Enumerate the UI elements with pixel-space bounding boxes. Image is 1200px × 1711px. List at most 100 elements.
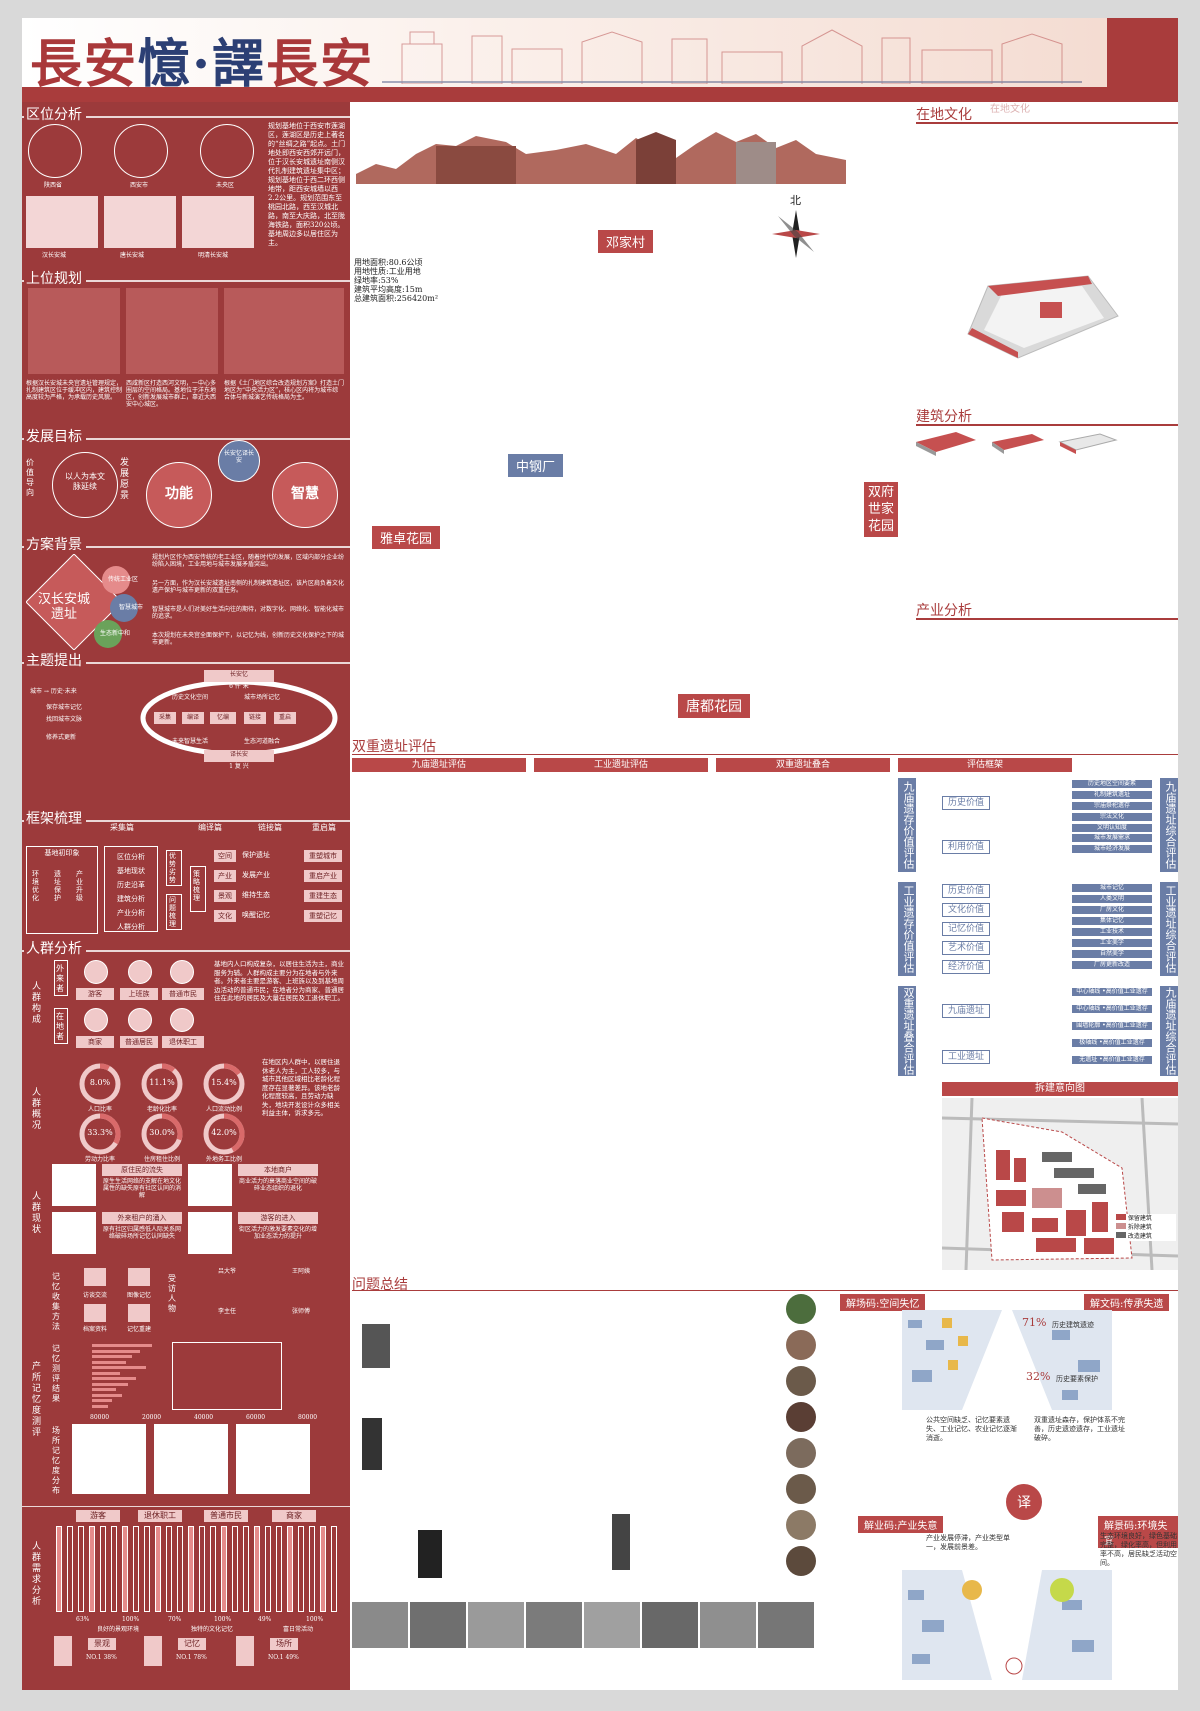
poster-title: 長安憶·譯長安	[30, 22, 374, 97]
memory-icon	[84, 1268, 106, 1286]
street-photo	[410, 1602, 466, 1648]
status-s3-text: 原有社区归属感低人际关系网络破碎场所记忆认同缺失	[102, 1226, 181, 1240]
eval-tab: 双重遗址叠合	[716, 758, 890, 772]
ring-value	[79, 1113, 121, 1155]
person-icon	[170, 960, 194, 984]
photo-thumb	[786, 1474, 816, 1504]
need-n3-title: 富日常活动	[282, 1626, 313, 1633]
theme-bottom: 译长安	[229, 751, 248, 758]
status-s4-title: 游客的进入	[238, 1212, 318, 1224]
legend-item: 保留建筑	[1116, 1214, 1176, 1223]
compass-north: 北	[790, 194, 801, 207]
goal-center-label: 以人为本文脉延续	[65, 472, 105, 491]
frame-item: 文化价值	[942, 903, 990, 917]
decode-center: 译	[1017, 1495, 1031, 1511]
map-label: 陕西省	[44, 182, 63, 189]
left-column: 区位分析 陕西省 西安市 未央区 汉长安城 唐长安城 明清长安城 规划基地位于西…	[22, 102, 350, 1690]
need-pct: 100%	[306, 1616, 324, 1623]
people-comp-desc: 基地内人口构成复杂，以居住生活为主，商业服务为辅。人群构成主要分为在地者与外来者…	[214, 960, 344, 1002]
eval-v2: 工业遗存价值评估	[898, 882, 916, 976]
frame-item: 利用价值	[942, 840, 990, 854]
frame-item: 艺术价值	[942, 941, 990, 955]
title-part1: 長安	[30, 34, 139, 95]
person-figure	[362, 1418, 382, 1470]
status-s2-title: 本地商户	[238, 1164, 318, 1176]
upper-plan-map3	[224, 288, 344, 374]
eval-axis: 80000	[298, 1414, 318, 1421]
people-outsider-box	[54, 960, 68, 996]
problem-map-bottom	[902, 1570, 1112, 1680]
memory-icon	[128, 1304, 150, 1322]
person-figure	[612, 1514, 630, 1570]
map-tang-changan	[104, 196, 176, 248]
label-tangdu-garden: 唐都花园	[678, 694, 750, 718]
frame-tag: 历史地区空间要素	[1072, 780, 1152, 788]
need-bar	[177, 1526, 183, 1612]
framework-side3: 产业升级	[76, 870, 83, 902]
need-pct: 100%	[122, 1616, 140, 1623]
status-s4-text: 街区活力的激发要素交化的增加业态活力的提升	[238, 1226, 317, 1240]
decode-center-circle	[1004, 1482, 1044, 1522]
street-photo	[584, 1602, 640, 1648]
memory-bar	[92, 1388, 116, 1391]
memory-bar	[92, 1393, 122, 1397]
photo-thumb	[786, 1330, 816, 1360]
background-text3: 智慧城市是人们对美好生活向往的期待，对数字化、网络化、智能化城市的追求。	[152, 606, 345, 620]
interview-p4: 张师傅	[292, 1308, 311, 1315]
need-bar	[331, 1526, 337, 1612]
header: 長安憶·譯長安	[22, 18, 1178, 95]
ring-chart	[79, 1063, 121, 1105]
skyline-illustration	[382, 29, 1082, 84]
eval-v5: 工业遗址综合评估	[1160, 882, 1178, 976]
upper-plan-map1	[28, 288, 120, 374]
framework-leftbox-label: 基地初印象	[44, 849, 80, 857]
frame-tag: 自然美学	[1072, 950, 1152, 958]
map-label: 明清长安城	[198, 252, 229, 259]
background-text1: 规划片区作为西安传统的老工业区，随着时代的发展，区域内部分企业纷纷陷入困境，工业…	[152, 554, 345, 568]
need-bar	[89, 1526, 95, 1612]
theme-c2: 编译	[182, 712, 204, 724]
people-o1: 游客	[76, 988, 114, 1000]
background-b1: 传统工业区	[107, 576, 138, 583]
people-overview-desc: 在地区内人群中，以居住退休老人为主，工人较多，与城市其他区域相比老龄化程度存在显…	[262, 1058, 340, 1117]
section-divider	[22, 546, 350, 548]
decode-industry: 解业码:产业失意	[858, 1516, 944, 1533]
eval-v4: 九庙遗址综合评估	[1160, 778, 1178, 872]
group-tag: 普通市民	[204, 1510, 248, 1522]
section-divider	[22, 438, 350, 440]
people-status-label: 人群现状	[32, 1192, 42, 1235]
map-circle-city	[114, 124, 168, 178]
map-label: 汉长安城	[42, 252, 67, 259]
frame-tag: 无遗址 •高价值工业遗存	[1072, 1056, 1152, 1064]
person-icon	[170, 1008, 194, 1032]
memory-bar	[92, 1404, 108, 1408]
divider	[916, 122, 1178, 124]
section-divider	[22, 662, 350, 664]
goal-node-function	[146, 462, 212, 528]
framework-left-box	[26, 846, 98, 934]
theme-i1: 历史文化空间	[172, 694, 209, 701]
ring-caption: 人口流动比例	[205, 1106, 242, 1113]
section-title-goal: 发展目标	[24, 426, 86, 446]
need-bar	[133, 1526, 139, 1612]
need-image	[54, 1636, 72, 1666]
street-photo	[526, 1602, 582, 1648]
ring-chart	[141, 1063, 183, 1105]
background-text2: 另一方面，作为汉长安城遗址南侧的扎制建筑遗址区，该片区肩负着文化遗产保护与城市更…	[152, 580, 345, 594]
memory-bar	[92, 1399, 112, 1402]
framework-collect: 建筑分析	[117, 895, 145, 903]
ring-caption: 劳动力比率	[84, 1156, 115, 1163]
stat-area: 用地面积:80.6公顷	[354, 258, 423, 267]
framework-collect: 产业分析	[117, 909, 145, 917]
map-label: 西安市	[130, 182, 149, 189]
people-o2: 上班族	[120, 988, 158, 1000]
ring-value	[141, 1063, 183, 1105]
section-title-culture: 在地文化	[916, 107, 972, 123]
legend-item: 改造建筑	[1116, 1232, 1176, 1241]
need-image	[144, 1636, 162, 1666]
goal-node2-label: 智慧	[291, 486, 319, 502]
need-bar	[265, 1526, 271, 1612]
stat-height: 建筑平均高度:15m	[354, 285, 423, 294]
site-stats: 用地面积:80.6公顷 用地性质:工业用地 绿地率:53% 建筑平均高度:15m…	[354, 258, 438, 303]
theme-c4: 链接	[244, 712, 266, 724]
